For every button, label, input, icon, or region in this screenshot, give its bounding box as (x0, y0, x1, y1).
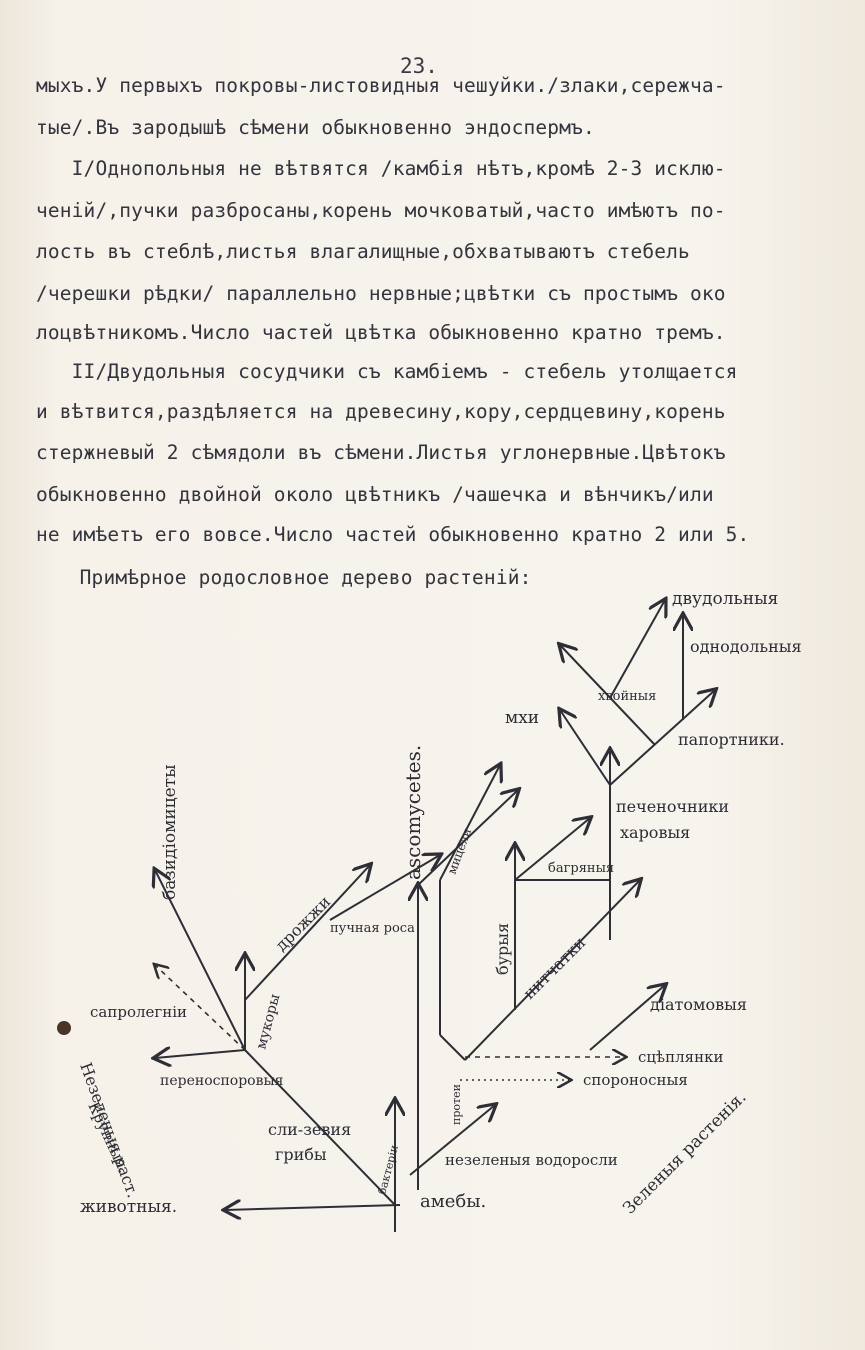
ink-blot (57, 1021, 71, 1035)
branch-paporot (609, 690, 715, 786)
label-nezelenyya-vodorosli: незеленыя водоросли (445, 1151, 618, 1169)
text-line: I/Однопольныя не вѣтвятся /камбія нѣтъ,к… (36, 157, 726, 180)
branch-bagr-up (514, 818, 590, 881)
text-line: стержневый 2 сѣмядоли въ сѣмени.Листья у… (36, 441, 726, 464)
label-mycelia: мицели (445, 826, 474, 876)
label-sceplyanki: сцѣплянки (638, 1048, 723, 1066)
branch-mkhi (560, 710, 611, 786)
text-line: II/Двудольныя сосудчики съ камбіемъ - ст… (36, 360, 738, 383)
branch-diatom (589, 985, 665, 1051)
label-ascomycetes: ascomycetes. (401, 745, 425, 880)
text-line: и вѣтвится,раздѣляется на древесину,кору… (36, 400, 726, 423)
branch-basidio (155, 870, 246, 1051)
text-line: /черешки рѣдки/ параллельно нервные;цвѣт… (36, 282, 726, 305)
branch-asco (329, 855, 440, 921)
branch-mycelia-top (417, 790, 518, 886)
label-odnodolnyya: однодольныя (690, 637, 802, 656)
text-line: тые/.Въ зародышѣ сѣмени обыкновенно эндо… (36, 116, 595, 139)
branch-fungi-stem (244, 1049, 396, 1206)
label-kharovyya: харовыя (620, 823, 690, 842)
text-line: лоцвѣтникомъ.Число частей цвѣтка обыкнов… (36, 321, 726, 344)
label-sporonosnyya: спороносныя (583, 1071, 688, 1089)
label-protei: протеи (450, 1084, 463, 1125)
family-tree-diagram: двудольныя однодольныя хвойныя мхи папор… (57, 589, 802, 1232)
label-dvudolnyya: двудольныя (672, 589, 778, 609)
branch-mycelia-top2 (439, 765, 500, 881)
branch-green-base (439, 1034, 466, 1061)
diagram-caption: Примѣрное родословное дерево растеній: (44, 566, 532, 589)
label-nitchatki: нитчатки (519, 933, 589, 1003)
label-zelenyya-rasteniya: Зеленыя растенія. (619, 1087, 750, 1218)
branch-perono (155, 1050, 246, 1058)
label-bakterii: бактеріи (375, 1144, 401, 1196)
label-saprolegnii: сапролегніи (90, 1003, 187, 1021)
label-pechenochniki: печеночники (616, 797, 729, 816)
label-ameby: амебы. (420, 1191, 486, 1212)
label-paporotniki: папортники. (678, 730, 785, 749)
label-slizevyya: сли-зевия (268, 1120, 351, 1139)
label-bagryanyya: багряныя (548, 861, 614, 876)
branch-animals (225, 1205, 401, 1210)
branch-protei (409, 1105, 495, 1176)
label-diatomovyya: діатомовыя (650, 995, 747, 1014)
label-buryya: бурыя (493, 923, 512, 975)
label-drozhzhi: дрожжи (271, 892, 334, 955)
label-khvoinyya: хвойныя (598, 689, 656, 704)
label-peronosporovyya: переноспоровыя (160, 1073, 284, 1089)
label-basidiomycetes: базидіомицеты (160, 764, 180, 900)
branch-khvoin (560, 645, 656, 746)
label-griby: грибы (275, 1145, 327, 1164)
label-mukory: мукоры (253, 992, 283, 1051)
branch-saproleg (155, 965, 246, 1051)
branch-drozhzhi (244, 865, 370, 1001)
text-line: обыкновенно двойной около цвѣтникъ /чаше… (36, 483, 714, 506)
page-number: 23. (400, 54, 438, 78)
branch-dvud (609, 600, 665, 699)
text-line: ченій/,пучки разбросаны,корень мочковаты… (36, 199, 726, 222)
text-line: мыхъ.У первыхъ покровы-листовидныя чешуй… (36, 74, 726, 97)
text-line: лость въ стеблѣ,листья влагалищные,обхва… (36, 240, 690, 263)
label-mkhi: мхи (505, 708, 539, 728)
tree-edges (155, 600, 715, 1232)
text-line: не имѣетъ его вовсе.Число частей обыкнов… (36, 523, 750, 546)
label-zhivotnyya: животныя. (80, 1197, 177, 1217)
label-puchnaya-rosa: пучная роса (330, 921, 415, 936)
